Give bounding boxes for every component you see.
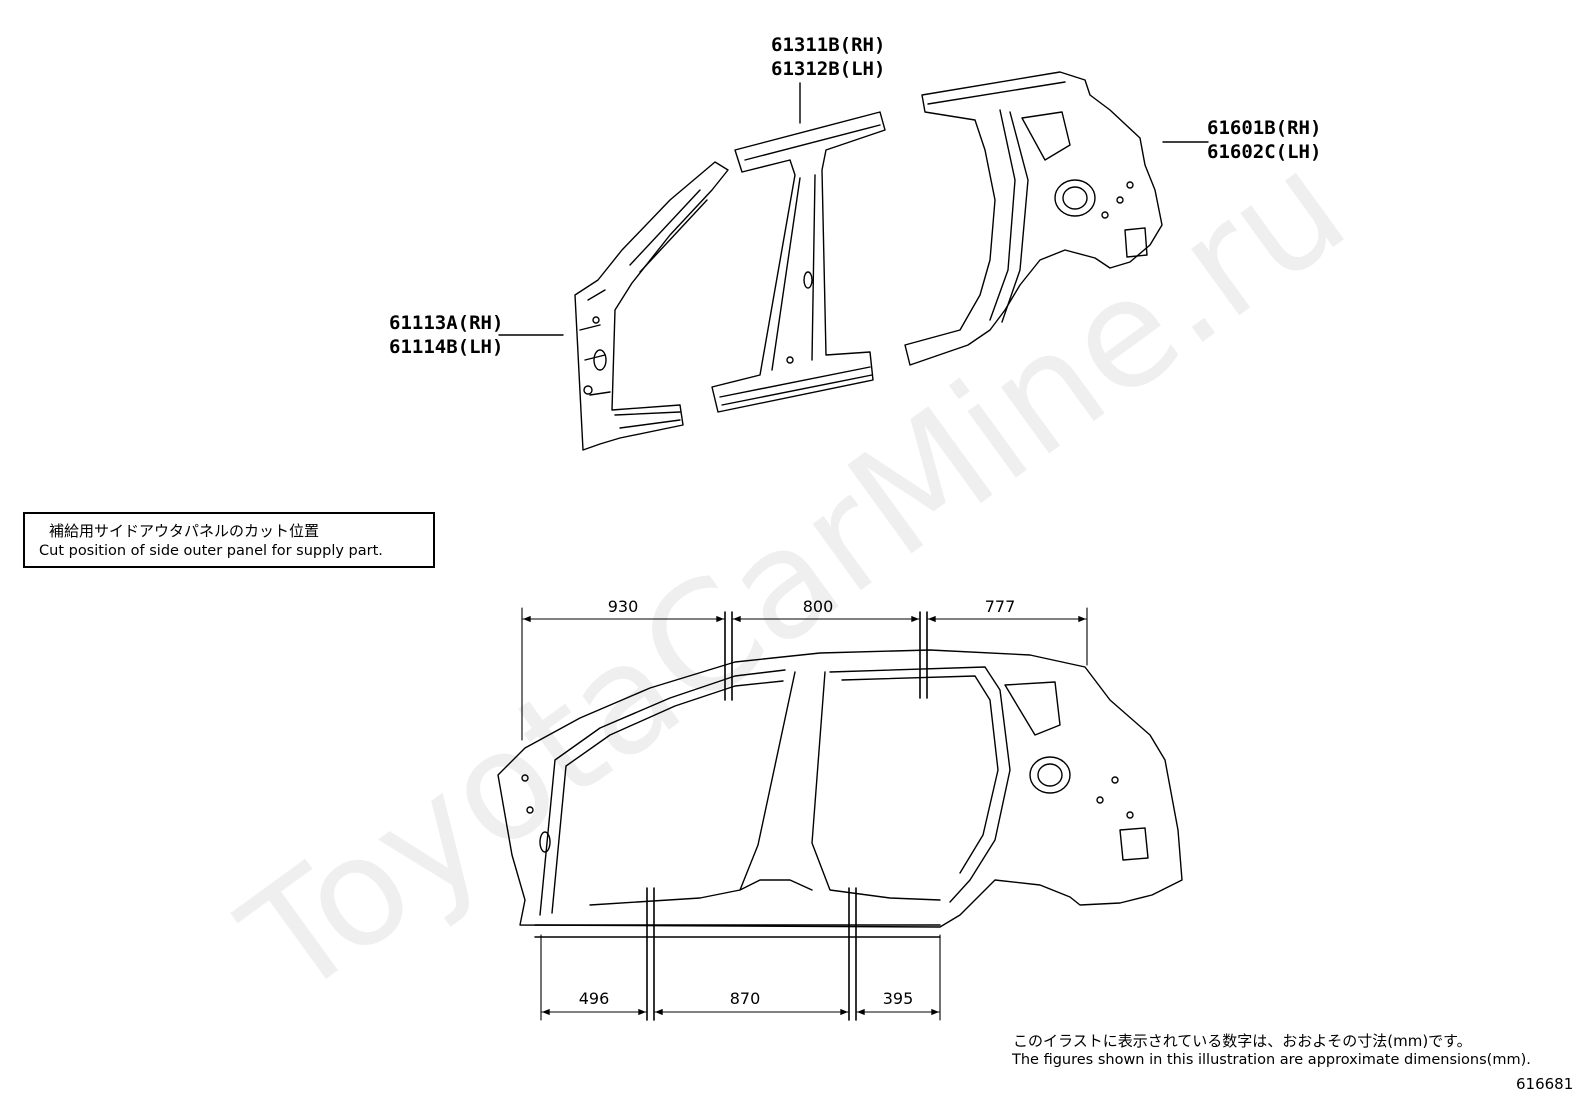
cut-lines <box>646 611 928 1021</box>
note-english: Cut position of side outer panel for sup… <box>39 543 383 559</box>
dim-top-center: 800 <box>803 597 834 616</box>
dimension-arrows <box>522 615 1087 1016</box>
callout-front-pillar: 61113A(RH) 61114B(LH) <box>389 311 503 359</box>
part-number-61113a: 61113A(RH) <box>389 312 504 334</box>
note-japanese: 補給用サイドアウタパネルのカット位置 <box>49 522 320 540</box>
part-number-61601b: 61601B(RH) <box>1207 117 1322 139</box>
part-number-61114b: 61114B(LH) <box>389 336 504 358</box>
dim-bottom-front: 496 <box>579 989 610 1008</box>
dim-top-rear: 777 <box>985 597 1016 616</box>
part-number-61311b: 61311B(RH) <box>771 34 886 56</box>
cut-position-note: 補給用サイドアウタパネルのカット位置 Cut position of side … <box>23 512 435 568</box>
dim-bottom-center: 870 <box>730 989 761 1008</box>
part-number-61602c: 61602C(LH) <box>1207 141 1322 163</box>
footer-japanese: このイラストに表示されている数字は、おおよその寸法(mm)です。 <box>1013 1032 1472 1050</box>
dim-bottom-rear: 395 <box>883 989 914 1008</box>
footer-english: The figures shown in this illustration a… <box>1012 1052 1531 1068</box>
front-pillar-part <box>574 161 729 451</box>
figure-number: 616681 <box>1516 1075 1574 1093</box>
center-pillar-part <box>711 111 886 413</box>
dim-top-front: 930 <box>608 597 639 616</box>
callout-quarter-panel: 61601B(RH) 61602C(LH) <box>1207 116 1321 164</box>
quarter-panel-part <box>904 71 1163 366</box>
callout-center-pillar: 61311B(RH) 61312B(LH) <box>771 33 885 81</box>
extension-lines <box>521 607 1088 1021</box>
assembled-side-panel <box>497 649 1183 938</box>
part-number-61312b: 61312B(LH) <box>771 58 886 80</box>
